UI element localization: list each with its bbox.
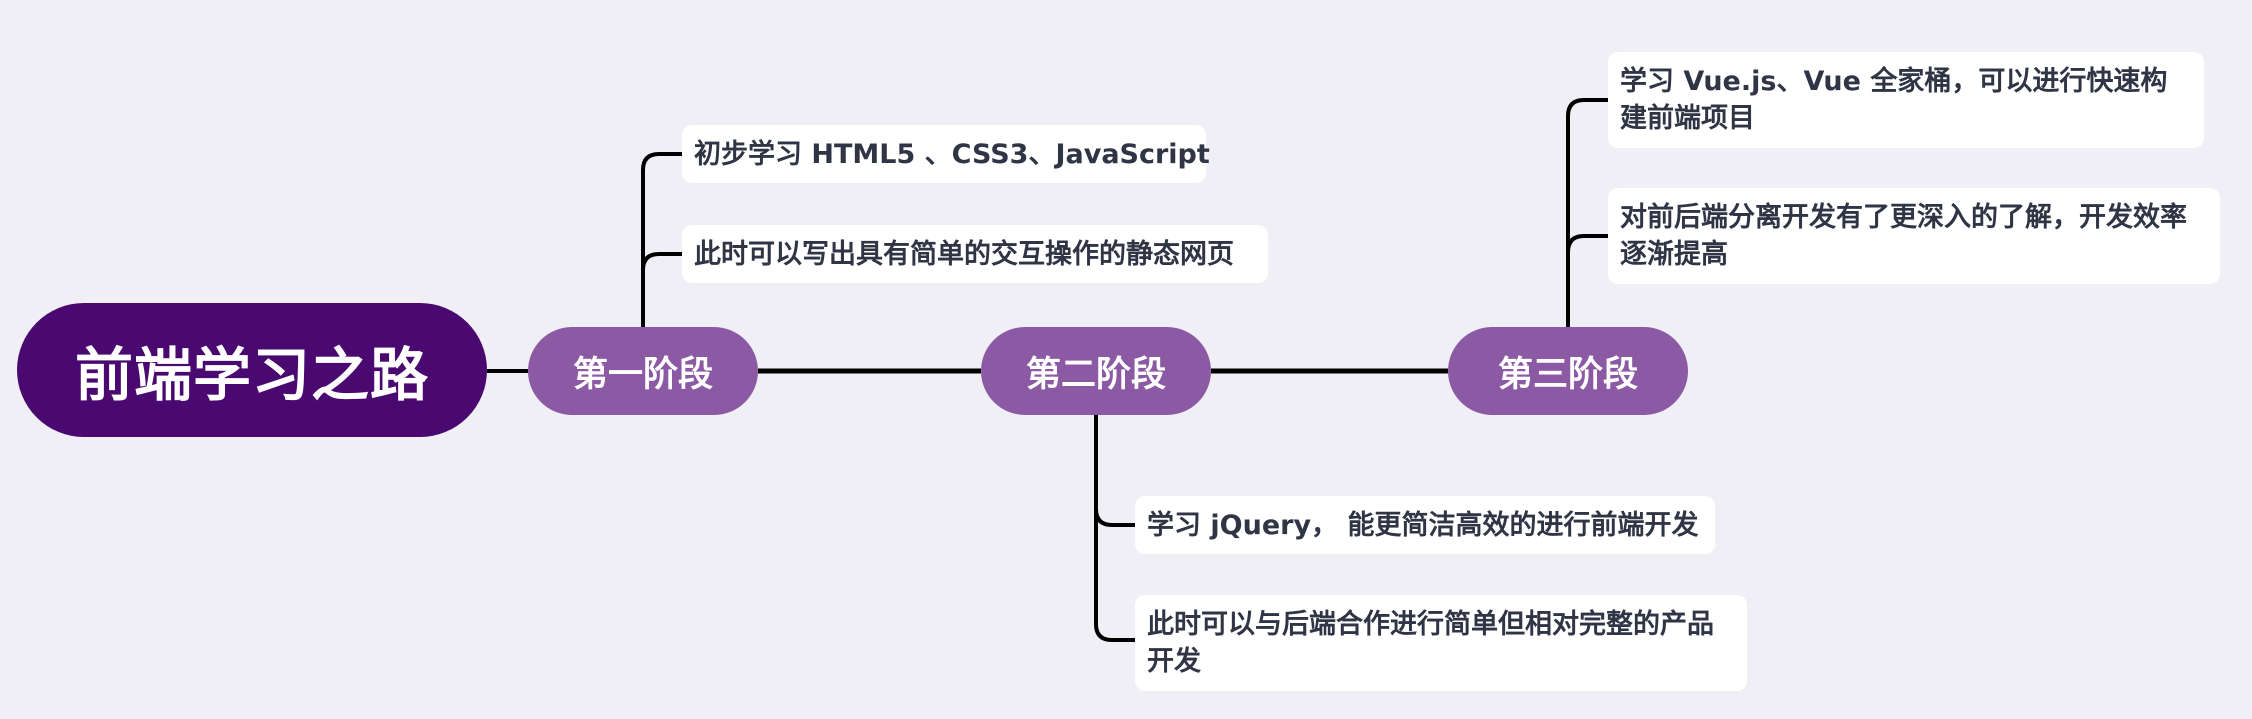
stage-3-item-1[interactable]: 学习 Vue.js、Vue 全家桶，可以进行快速构建前端项目: [1608, 52, 2204, 148]
root-topic[interactable]: 前端学习之路: [17, 303, 487, 437]
stage-2-item-2[interactable]: 此时可以与后端合作进行简单但相对完整的产品开发: [1135, 595, 1747, 691]
stage-2-node[interactable]: 第二阶段: [981, 327, 1211, 415]
stage-2-item-2-text: 此时可以与后端合作进行简单但相对完整的产品开发: [1147, 609, 1714, 677]
stage-3-item-2[interactable]: 对前后端分离开发有了更深入的了解，开发效率逐渐提高: [1608, 188, 2220, 284]
branch-stage-3-item-2: [1566, 234, 1608, 253]
stage-2-label: 第二阶段: [1025, 354, 1166, 395]
branch-stage-2-item-2: [1094, 509, 1135, 642]
stage-3-item-1-text: 学习 Vue.js、Vue 全家桶，可以进行快速构建前端项目: [1620, 66, 2168, 134]
stage-1-item-1[interactable]: 初步学习 HTML5 、CSS3、JavaScript: [682, 125, 1210, 183]
branch-stage-1-item-1: [641, 152, 682, 327]
stage-1-item-2-text: 此时可以写出具有简单的交互操作的静态网页: [694, 238, 1234, 270]
stage-1-item-1-text: 初步学习 HTML5 、CSS3、JavaScript: [694, 138, 1210, 170]
branch-stage-2-item-1: [1094, 415, 1135, 527]
branch-stage-3-item-1: [1566, 98, 1608, 327]
branch-stage-1-item-2: [641, 252, 682, 271]
stage-1-node[interactable]: 第一阶段: [528, 327, 758, 415]
root-topic-label: 前端学习之路: [74, 341, 429, 409]
stage-3-label: 第三阶段: [1497, 354, 1638, 395]
stage-3-item-2-text: 对前后端分离开发有了更深入的了解，开发效率逐渐提高: [1620, 202, 2187, 270]
stage-3-node[interactable]: 第三阶段: [1448, 327, 1688, 415]
stage-1-label: 第一阶段: [572, 354, 713, 395]
stage-2-item-1-text: 学习 jQuery， 能更简洁高效的进行前端开发: [1147, 509, 1699, 541]
stage-1-item-2[interactable]: 此时可以写出具有简单的交互操作的静态网页: [682, 225, 1268, 283]
stage-2-item-1[interactable]: 学习 jQuery， 能更简洁高效的进行前端开发: [1135, 496, 1715, 554]
